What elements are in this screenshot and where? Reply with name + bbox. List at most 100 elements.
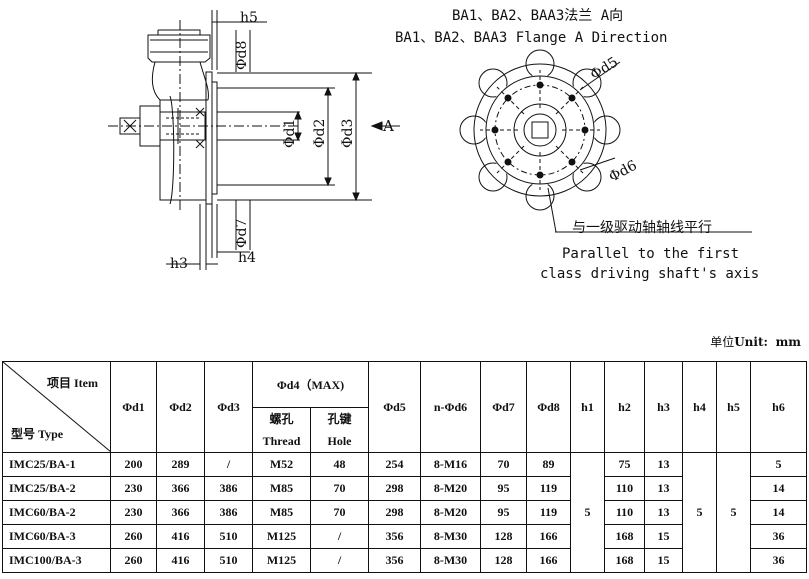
label-d1: Φd1 [282,119,298,148]
cell-d8: 166 [526,524,571,549]
col-header-n-d6: n-Φd6 [420,361,481,453]
col-header-d8: Φd8 [526,361,571,453]
label-d5: Φd5 [588,54,621,83]
hole-cn: 孔键 [327,411,352,426]
note-en-1: Parallel to the first [562,246,739,262]
cell-model: IMC25/BA-1 [2,452,111,477]
cell-d8: 166 [526,548,571,573]
hole-en: Hole [327,433,352,448]
note-en-2: class driving shaft's axis [540,266,759,282]
col-header-h6: h6 [750,361,807,453]
cell-d2: 416 [156,524,205,549]
cell-model: IMC25/BA-2 [2,476,111,501]
cell-h6: 36 [750,548,807,573]
cell-d3: 386 [204,500,253,525]
label-h4: h4 [238,250,256,266]
unit-label-cn: 单位 [710,335,735,349]
cell-d2: 366 [156,476,205,501]
col-header-h2: h2 [604,361,645,453]
cell-n-d6: 8-M20 [420,476,481,501]
col-header-hole: 孔键 Hole [310,406,369,453]
col-header-d3: Φd3 [204,361,253,453]
cell-h6: 14 [750,476,807,501]
cell-h2: 168 [604,524,645,549]
cell-d8: 89 [526,452,571,477]
cell-h3: 15 [644,524,683,549]
cell-d3: 386 [204,476,253,501]
flange-view [459,49,752,233]
cell-d5: 356 [368,548,421,573]
thread-en: Thread [262,433,301,448]
col-header-d1: Φd1 [110,361,157,453]
cell-thread: M85 [252,476,311,501]
cell-d1: 230 [110,476,157,501]
col-header-h5: h5 [716,361,751,453]
label-d6: Φd6 [606,158,640,186]
unit-label-en: Unit: [734,335,768,349]
cell-hole: / [310,524,369,549]
label-a: A [382,117,394,135]
cell-model: IMC60/BA-3 [2,524,111,549]
col-header-d2: Φd2 [156,361,205,453]
cell-h3: 13 [644,476,683,501]
cell-h3: 15 [644,548,683,573]
side-view [108,10,400,270]
cell-d1: 260 [110,524,157,549]
cell-d1: 260 [110,548,157,573]
cell-hole: 70 [310,476,369,501]
cell-d2: 416 [156,548,205,573]
cell-d5: 298 [368,500,421,525]
label-h3: h3 [170,256,188,272]
cell-d7: 128 [480,548,527,573]
cell-d1: 200 [110,452,157,477]
cell-d1: 230 [110,500,157,525]
cell-h4-merged: 5 [682,452,717,573]
technical-drawing: h5 Φd8 Φd1 Φd2 Φd3 Φd7 h3 h4 A BA1、BA2、B… [108,8,759,282]
col-header-h3: h3 [644,361,683,453]
cell-d8: 119 [526,476,571,501]
col-header-d7: Φd7 [480,361,527,453]
cell-model: IMC100/BA-3 [2,548,111,573]
col-header-h4: h4 [682,361,717,453]
cell-d7: 70 [480,452,527,477]
table-header-row: 项目 Item 型号 Type Φd1 Φd2 Φd3 Φd4（MAX) Φd5… [2,361,807,453]
thread-cn: 螺孔 [269,411,294,426]
cell-d3: / [204,452,253,477]
corner-cell: 项目 Item 型号 Type [2,361,111,453]
cell-model: IMC60/BA-2 [2,500,111,525]
unit-label: 单位Unit: mm [710,333,801,350]
table-row: IMC60/BA-3 260 416 510 M125 / 356 8-M30 … [2,524,807,549]
cell-n-d6: 8-M16 [420,452,481,477]
label-d7: Φd7 [234,219,250,248]
cell-hole: 48 [310,452,369,477]
cell-h6: 36 [750,524,807,549]
cell-n-d6: 8-M20 [420,500,481,525]
cell-thread: M125 [252,548,311,573]
cell-n-d6: 8-M30 [420,548,481,573]
cell-d2: 366 [156,500,205,525]
cell-h2: 168 [604,548,645,573]
cell-h2: 75 [604,452,645,477]
table-row: IMC25/BA-1 200 289 / M52 48 254 8-M16 70… [2,452,807,573]
cell-hole: 70 [310,500,369,525]
cell-thread: M125 [252,524,311,549]
unit-value: mm [775,335,801,349]
label-d8: Φd8 [234,41,250,70]
cell-h1-merged: 5 [570,452,605,573]
label-h5: h5 [240,10,258,26]
flange-title-cn: BA1、BA2、BAA3法兰 A向 [452,8,623,24]
cell-d2: 289 [156,452,205,477]
cell-hole: / [310,548,369,573]
flange-title-en: BA1、BA2、BAA3 Flange A Direction [395,30,667,46]
cell-n-d6: 8-M30 [420,524,481,549]
note-cn: 与一级驱动轴轴线平行 [572,220,712,236]
cell-thread: M52 [252,452,311,477]
cell-h3: 13 [644,500,683,525]
cell-d5: 254 [368,452,421,477]
col-header-d4: Φd4（MAX) [252,361,369,408]
label-d2: Φd2 [312,119,328,148]
corner-item: 项目 Item [47,376,98,390]
cell-h6: 14 [750,500,807,525]
cell-d3: 510 [204,524,253,549]
spec-table: 项目 Item 型号 Type Φd1 Φd2 Φd3 Φd4（MAX) Φd5… [2,361,807,573]
